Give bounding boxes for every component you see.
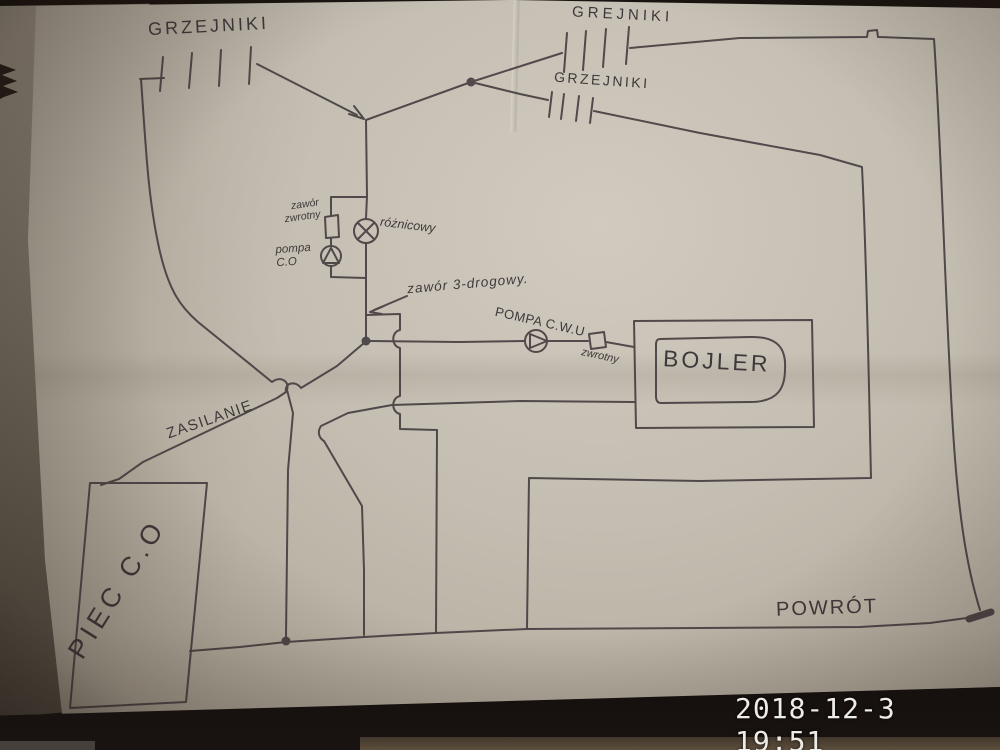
pump-co-triangle (322, 247, 340, 264)
pipe-boiler-return (317, 400, 635, 636)
pipe-main-vertical (365, 119, 368, 197)
pipe-dhw-supply (369, 340, 526, 343)
pipe-left-supply-down (140, 78, 294, 637)
pipe-vertex-to-top-junction (365, 81, 472, 121)
check-valve-dhw-icon (588, 331, 607, 350)
return-end-arrow-blob (965, 608, 995, 623)
table-edge-strip (360, 737, 1000, 750)
pump-cwu-icon (524, 329, 548, 353)
pipe-bypass-right-branch (365, 195, 368, 279)
pipe-jog-and-vertical-with-hops (365, 313, 438, 633)
radiator-ticks-top-left (159, 46, 252, 92)
radiator-ticks-right-row2 (548, 91, 594, 124)
pipe-valve-to-boiler (605, 341, 635, 348)
differential-valve-x (357, 222, 375, 240)
furnace-outline (69, 482, 208, 709)
camera-timestamp: 2018-12-3 19:51 (735, 692, 896, 750)
arrow-line-to-junction (256, 63, 358, 116)
label-return: POWRÓT (775, 595, 879, 621)
junction-dot-bottom (281, 636, 291, 646)
check-valve-icon (324, 214, 340, 239)
pipe-return-bottom (189, 616, 975, 652)
pipe-to-radiators-row2 (470, 81, 549, 101)
label-arrow-3way-head (369, 305, 385, 315)
pipe-to-radiators-row1 (470, 52, 563, 83)
table-corner-strip (0, 741, 95, 750)
pump-cwu-triangle (529, 333, 548, 349)
radiator-bracket-top-left (139, 77, 165, 80)
radiator-ticks-right-row1 (563, 26, 630, 73)
label-pump-central-heating: pompa C.O (275, 241, 312, 270)
